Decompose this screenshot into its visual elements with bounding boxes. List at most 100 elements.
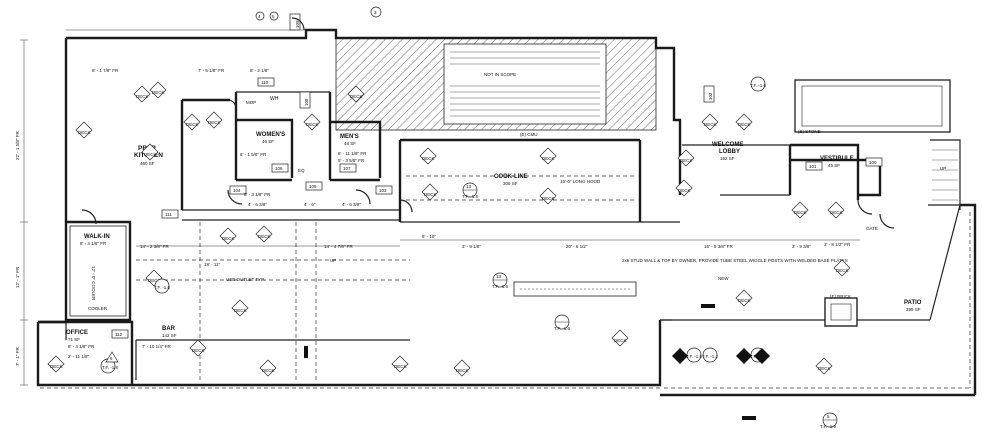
tf-tag: T.F. -1.2 — [702, 347, 719, 363]
dim-left-3: 7' - 1" FR — [15, 347, 20, 366]
mop-label: MOP — [246, 100, 256, 105]
tf-tag: T.F. -1.5 — [686, 347, 703, 363]
deck-tag: DECK — [677, 149, 695, 167]
gate-label: GATE — [866, 226, 878, 231]
room-bar-name: BAR — [162, 326, 176, 332]
cmu-label: (E) CMU — [520, 132, 538, 137]
svg-text:DECK: DECK — [306, 122, 319, 127]
svg-text:DECK: DECK — [148, 278, 161, 283]
room-number-tags: 110 109 108 106 107 105 104 103 111 112 … — [111, 13, 883, 339]
room-number-106: 106 — [275, 166, 283, 171]
svg-text:DECK: DECK — [614, 338, 627, 343]
cooler-dim-label: 12' - 0" COOLER — [91, 266, 96, 301]
svg-text:DECK: DECK — [794, 210, 807, 215]
cooler-label: COOLER — [88, 306, 108, 311]
svg-text:DECK: DECK — [818, 366, 831, 371]
brick-label: (E) BRICK — [830, 294, 851, 299]
room-walk-in-name: WALK-IN — [84, 234, 110, 240]
solid-markers — [304, 304, 756, 420]
not-in-scope-label: NOT IN SCOPE — [484, 72, 516, 77]
dim-cook-2: 3' - 9 1/8" — [462, 244, 481, 249]
room-office-area: 71 SF — [68, 337, 80, 342]
svg-text:DECK: DECK — [738, 122, 751, 127]
stone-label: (E) STONE — [798, 129, 821, 134]
room-prep-kitchen-area: 460 SF — [140, 161, 155, 166]
room-number-101: 101 — [809, 164, 817, 169]
svg-text:DECK: DECK — [678, 188, 691, 193]
deck-tag: DECK — [539, 147, 557, 165]
deck-tag: DECK — [183, 113, 201, 131]
deck-tag: DECK — [827, 201, 845, 219]
section-marker — [754, 348, 770, 364]
dim-office-2: 2' - 11 1/8" — [68, 354, 90, 359]
section-marker: 6 — [105, 351, 119, 363]
svg-text:DECK: DECK — [78, 130, 91, 135]
room-number-109: 109 — [295, 20, 300, 28]
new-label: NEW — [718, 276, 729, 281]
deck-tag: DECK — [453, 359, 471, 377]
dim-bar-1: 14' - 2 3/8" FR — [140, 244, 169, 249]
svg-text:DECK: DECK — [186, 122, 199, 127]
room-walk-in-dim: 8' - 4 1/8" FR — [80, 241, 107, 246]
section-marker — [736, 348, 752, 364]
dimension-texts: 22' - 1 5/8" FR 12' - 1" FR 7' - 1" FR 8… — [15, 68, 851, 366]
room-welcome-lobby-area: 162 SF — [720, 156, 735, 161]
svg-text:T.F. -1.9: T.F. -1.9 — [820, 424, 837, 429]
finish-tags: DECK DECK DECK DECK DECK DECK DECK DECK … — [47, 6, 851, 429]
tf-tag: 13T.F. -1.5 — [462, 182, 479, 199]
bar-dashed-lines — [136, 222, 410, 380]
room-office-name: OFFICE — [66, 330, 88, 336]
dim-office-1: 8' - 4 1/8" FR — [68, 344, 95, 349]
dim-men-1: 6' - 11 1/8" FR — [338, 151, 367, 156]
svg-text:T.F. -1.2: T.F. -1.2 — [702, 354, 719, 359]
up-label: UP — [940, 166, 946, 171]
deck-tag: DECK — [47, 355, 65, 373]
svg-text:DECK: DECK — [542, 156, 555, 161]
room-womens-name: WOMEN'S — [256, 132, 285, 138]
room-number-103: 103 — [379, 188, 387, 193]
room-vestibule-area: 45 SF — [828, 163, 840, 168]
dim-left-1: 22' - 1 5/8" FR — [15, 131, 20, 160]
dim-lobby-1: 16' - 5 3/8" FR — [704, 244, 733, 249]
room-number-107: 107 — [343, 166, 351, 171]
room-patio-name: PATIO — [904, 300, 922, 306]
svg-text:DECK: DECK — [422, 156, 435, 161]
dim-bar-4: 7' - 10 1/4" FR — [142, 344, 171, 349]
tf-tag: T.F. -1.6 — [750, 76, 767, 92]
svg-text:T.F. -1.5: T.F. -1.5 — [462, 194, 479, 199]
deck-tag: DECK — [303, 113, 321, 131]
deck-tag: DECK — [141, 143, 159, 161]
room-cook-line-name: COOK-LINE — [494, 174, 528, 180]
dim-mid-2: 4' - 6" — [304, 202, 316, 207]
svg-text:6: 6 — [110, 356, 113, 361]
dim-women-2: 6' - 3 1/8" FR — [244, 192, 271, 197]
room-welcome-lobby-name: WELCOME — [712, 142, 743, 148]
svg-text:DECK: DECK — [208, 120, 221, 125]
dim-left-2: 12' - 1" FR — [15, 266, 20, 288]
stud-wall-note: 2x6 STUD WALL & TOP BY OWNER, PROVIDE TU… — [622, 258, 848, 263]
dim-men-2: 5' - 3 5/8" FR — [338, 158, 365, 163]
svg-text:DECK: DECK — [234, 308, 247, 313]
svg-text:DECK: DECK — [738, 298, 751, 303]
not-in-scope-area: NOT IN SCOPE (E) CMU — [335, 37, 657, 137]
dim-top-1: 8' - 1 7/8" FR — [92, 68, 119, 73]
dim-mid-3: 4' - 6 3/8" — [342, 202, 361, 207]
section-marker — [672, 348, 688, 364]
deck-tag: DECK — [539, 187, 557, 205]
deck-tag: DECK — [347, 85, 365, 103]
eq-label: EQ — [298, 168, 305, 173]
deck-tag: DECK — [259, 359, 277, 377]
room-number-108: 108 — [304, 98, 309, 106]
svg-text:DECK: DECK — [50, 364, 63, 369]
deck-tag: DECK — [791, 201, 809, 219]
long-hood: 15'-0" LONG HOOD — [406, 175, 636, 201]
patio-railing — [40, 212, 971, 389]
svg-text:DECK: DECK — [394, 364, 407, 369]
stone-stair: UP (E) STONE — [794, 79, 961, 210]
usb-outlet-label: USB OUTLET TYP. — [226, 277, 265, 282]
deck-tag: DECK — [255, 225, 273, 243]
room-bar-area: 142 SF — [162, 333, 177, 338]
deck-tag: DECK — [205, 111, 223, 129]
svg-text:5: 5 — [827, 414, 830, 419]
